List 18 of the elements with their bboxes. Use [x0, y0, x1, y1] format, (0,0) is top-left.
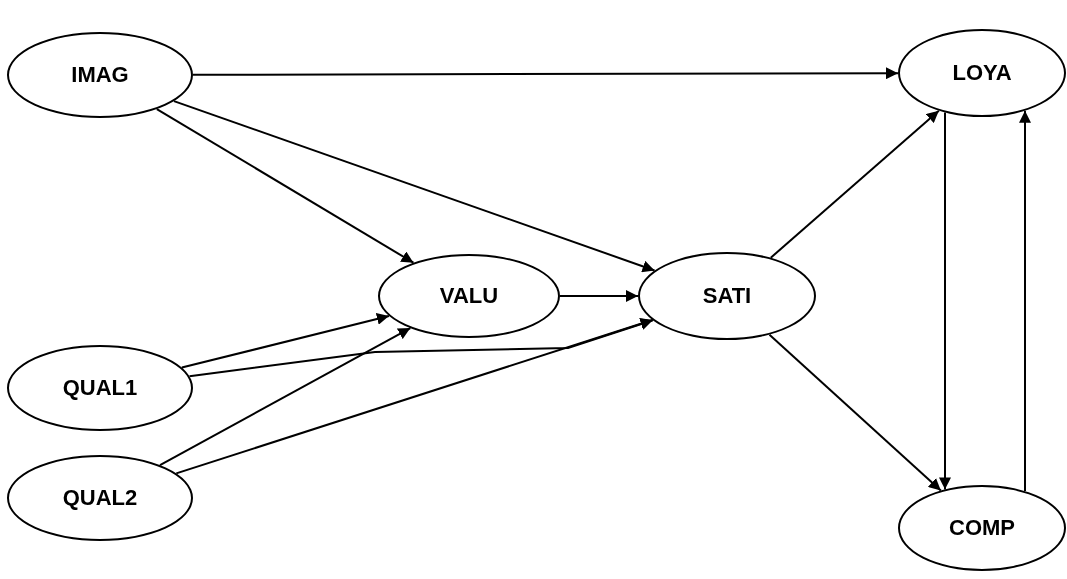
arrow	[559, 290, 639, 302]
arrow	[159, 327, 412, 467]
arrow	[172, 100, 656, 273]
arrow	[192, 67, 899, 80]
node-label: LOYA	[952, 60, 1012, 86]
arrow	[1019, 109, 1031, 493]
arrow	[155, 108, 415, 264]
arrow	[768, 333, 942, 492]
node-label: QUAL2	[62, 485, 138, 511]
node-label: IMAG	[71, 62, 129, 88]
arrow	[769, 109, 940, 259]
node-label: VALU	[439, 283, 499, 309]
arrow	[175, 318, 654, 475]
node-label: COMP	[949, 515, 1015, 541]
arrow	[939, 111, 951, 491]
node-label: SATI	[702, 283, 752, 309]
node-label: QUAL1	[62, 375, 138, 401]
arrow	[180, 313, 390, 369]
